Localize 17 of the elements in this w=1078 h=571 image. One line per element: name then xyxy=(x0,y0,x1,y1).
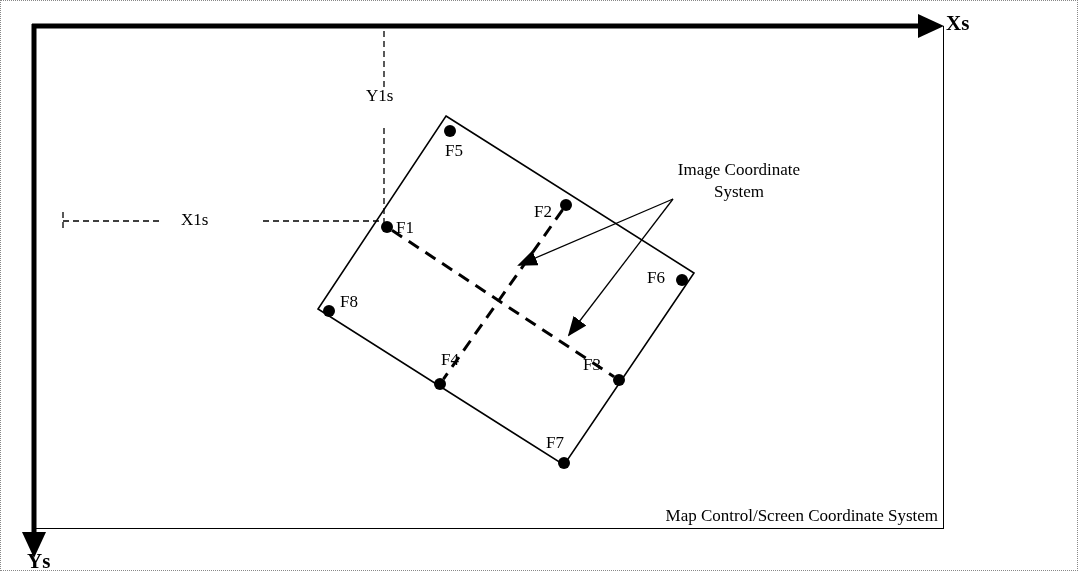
point-label: F6 xyxy=(647,269,665,287)
annotation-text: Image Coordinate System xyxy=(673,159,805,205)
leader-arrow xyxy=(567,198,674,337)
axis-label: Xs xyxy=(946,11,970,35)
frame-caption: Map Control/Screen Coordinate System xyxy=(665,507,938,525)
point-label: F2 xyxy=(534,203,552,221)
leader-arrow xyxy=(517,198,674,266)
dimension-label: Y1s xyxy=(366,87,394,105)
axis-label: Ys xyxy=(27,549,51,570)
dimension-label: X1s xyxy=(181,211,209,229)
point-label: F7 xyxy=(546,434,564,452)
screen-frame xyxy=(34,26,944,529)
point-label: F8 xyxy=(340,293,358,311)
dashed-axis-line xyxy=(442,209,564,380)
point-label: F5 xyxy=(445,142,463,160)
dashed-axis-line xyxy=(391,229,615,378)
point-label: F1 xyxy=(396,219,414,237)
